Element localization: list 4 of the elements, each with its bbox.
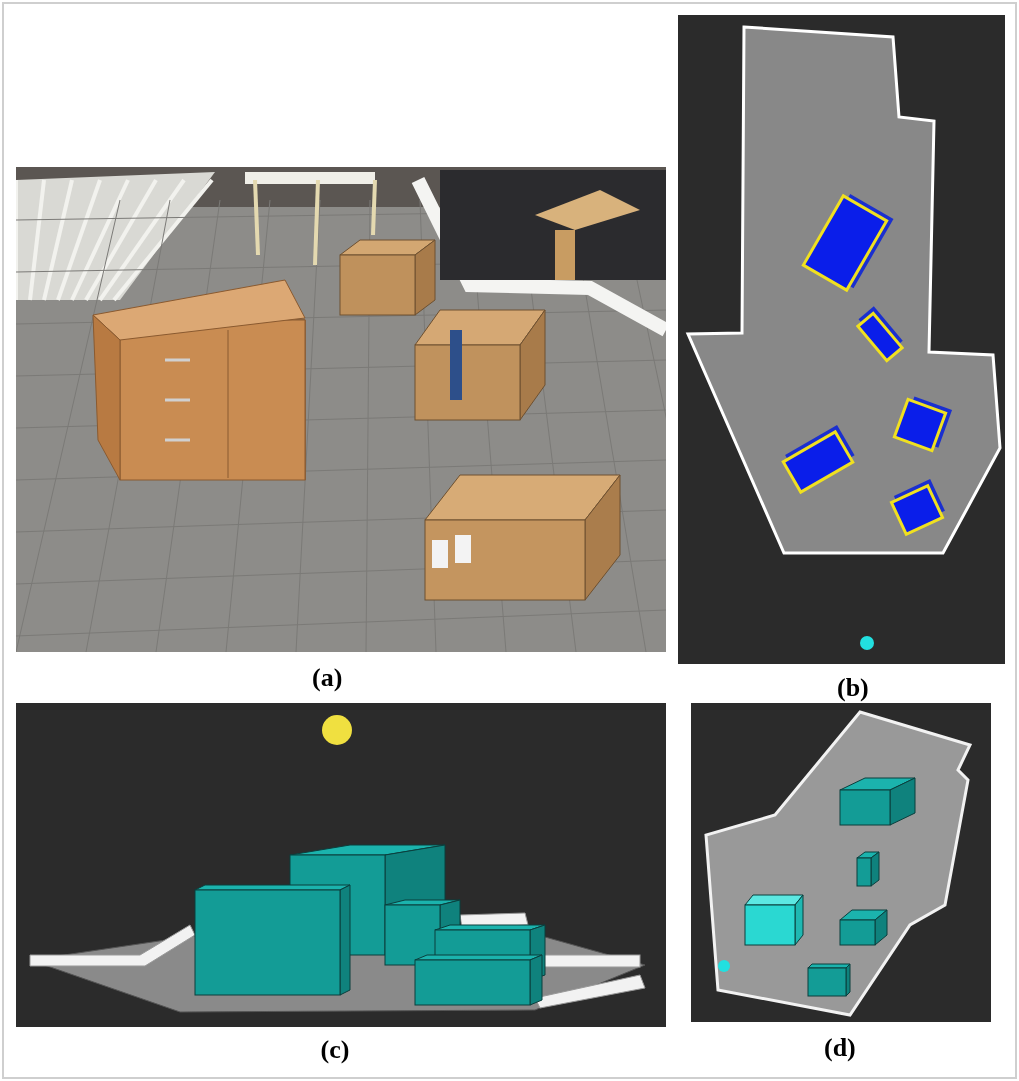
panel-caption: (c): [320, 1035, 350, 1065]
panel-caption: (d): [824, 1033, 856, 1063]
panel-caption: (a): [312, 663, 343, 693]
panel-caption: (b): [837, 673, 869, 703]
